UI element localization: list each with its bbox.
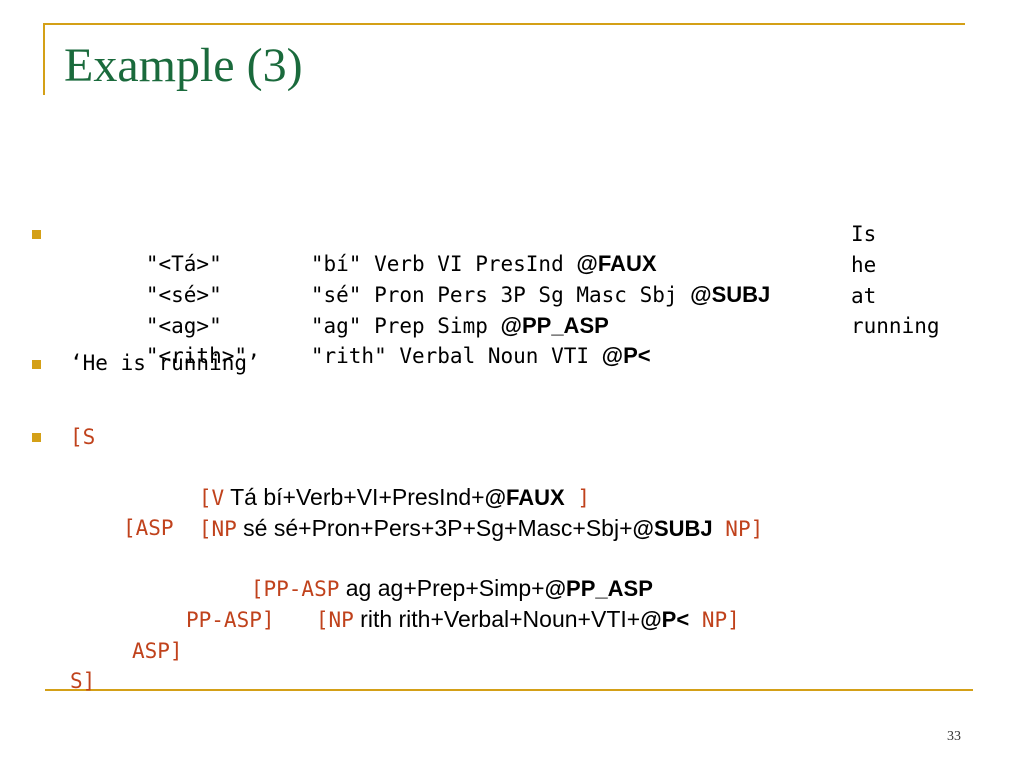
bullet-square-icon <box>32 360 41 369</box>
bracket-close: NP] <box>689 608 740 632</box>
bracket-line-v: [V Tá bí+Verb+VI+PresInd+@FAUX ] <box>123 452 590 543</box>
analysis: "rith" Verbal Noun VTI <box>310 344 602 368</box>
gloss: at <box>851 284 877 308</box>
token: "<sé>" <box>145 283 222 307</box>
token: "<ag>" <box>145 314 222 338</box>
analysis-row-analysis: "bí" Verb VI PresInd @FAUX <box>235 219 657 309</box>
page-number: 33 <box>947 729 961 744</box>
bracket-close-pp-asp: PP-ASP] <box>186 608 275 632</box>
bracket-text: Tá bí+Verb+VI+PresInd+ <box>224 484 485 510</box>
tag: @FAUX <box>576 251 657 276</box>
analysis: "bí" Verb VI PresInd <box>310 252 577 276</box>
gloss: he <box>851 253 877 277</box>
bracket-open-s: [S <box>70 425 96 449</box>
analysis-row-analysis: "ag" Prep Simp @PP_ASP <box>235 281 609 371</box>
gloss: Is <box>851 222 877 246</box>
tag: @PP_ASP <box>500 313 609 338</box>
bracket-open: [NP <box>315 608 354 632</box>
bracket-close-s: S] <box>70 669 96 693</box>
bracket-tag: @FAUX <box>484 485 565 510</box>
tag: @SUBJ <box>690 282 771 307</box>
analysis-row-analysis: "sé" Pron Pers 3P Sg Masc Sbj @SUBJ <box>235 250 770 340</box>
bracket-close-asp: ASP] <box>132 639 183 663</box>
bracket-close: NP] <box>712 517 764 541</box>
bullet-square-icon <box>32 433 41 442</box>
translation: ‘He is running’ <box>70 351 260 375</box>
bracket-tag: @PP_ASP <box>544 576 653 601</box>
bracket-open: [NP <box>198 517 237 541</box>
bracket-open-asp: [ASP <box>123 516 174 540</box>
analysis-row-analysis: "rith" Verbal Noun VTI @P< <box>235 311 651 401</box>
bracket-close: ] <box>564 486 591 510</box>
bracket-open: [V <box>198 486 225 510</box>
frame-left-rule <box>43 23 45 95</box>
bracket-line-np-inner: [NP rith rith+Verbal+Noun+VTI+@P< NP] <box>240 574 740 665</box>
bracket-line-pp-asp: [PP-ASP ag ag+Prep+Simp+@PP_ASP <box>175 543 653 634</box>
bracket-line-np: [NP sé sé+Pron+Pers+3P+Sg+Masc+Sbj+@SUBJ… <box>123 483 763 574</box>
tag: @P< <box>601 343 651 368</box>
analysis-row: "<ag>" <box>70 281 222 371</box>
frame-bottom-rule <box>45 689 973 691</box>
analysis: "ag" Prep Simp <box>310 314 501 338</box>
slide-title: Example (3) <box>64 39 303 92</box>
bracket-tag: @SUBJ <box>632 516 713 541</box>
token: "<rith>" <box>145 344 248 368</box>
analysis-row: "<rith>" <box>70 311 247 401</box>
analysis-row: "<Tá>" <box>70 219 222 309</box>
bracket-tag: @P< <box>640 607 690 632</box>
frame-top-rule <box>43 23 965 25</box>
bracket-text: rith rith+Verbal+Noun+VTI+ <box>353 606 641 632</box>
bracket-text: ag ag+Prep+Simp+ <box>339 575 545 601</box>
bracket-open: [PP-ASP <box>250 577 340 601</box>
gloss: running <box>851 314 940 338</box>
analysis: "sé" Pron Pers 3P Sg Masc Sbj <box>310 283 691 307</box>
analysis-row: "<sé>" <box>70 250 222 340</box>
token: "<Tá>" <box>145 252 222 276</box>
bullet-square-icon <box>32 230 41 239</box>
bracket-text: sé sé+Pron+Pers+3P+Sg+Masc+Sbj+ <box>236 515 633 541</box>
